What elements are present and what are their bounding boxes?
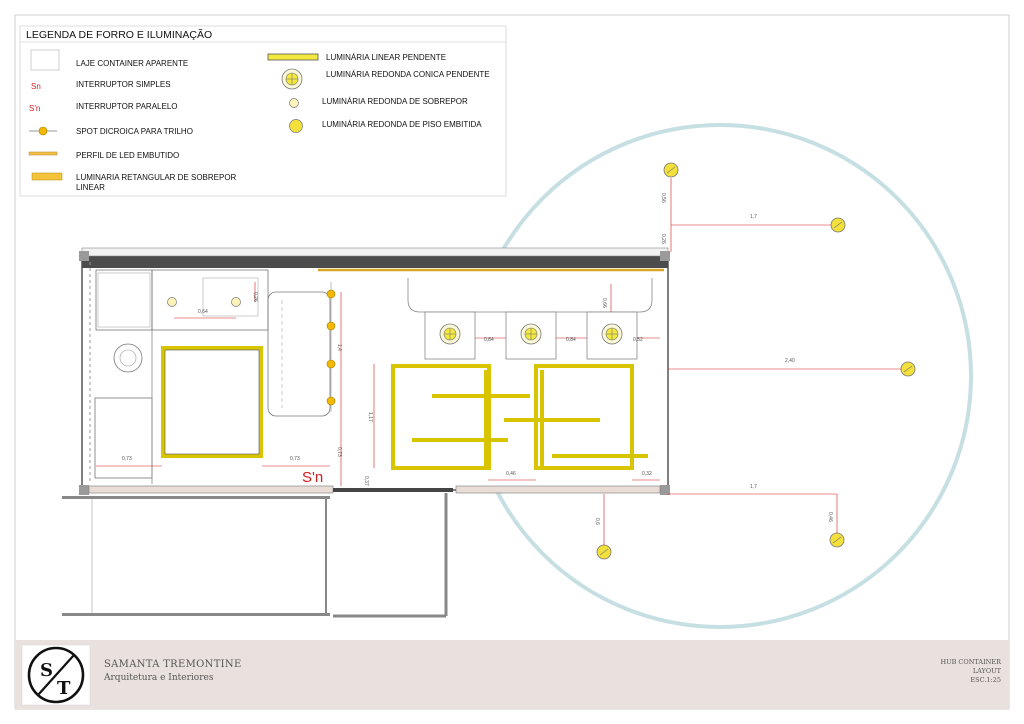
dim-032: 0,32 (642, 471, 652, 477)
spot-3 (326, 359, 336, 369)
dim-084b: 0,84 (566, 337, 576, 343)
legend: LEGENDA DE FORRO E ILUMINAÇÃO LAJE CONTA… (19, 25, 507, 197)
dim-026b: 0,26 (660, 234, 666, 244)
dim-06: 0,6 (594, 518, 600, 525)
linear-pendant-icon (267, 53, 319, 61)
title-block-bg (15, 640, 1009, 709)
sheet-name: LAYOUT (973, 667, 1002, 675)
svg-text:S: S (40, 660, 53, 681)
spot-2 (326, 321, 336, 331)
spot-4 (326, 396, 336, 406)
dim-046a: 0,46 (506, 471, 516, 477)
dim-17a: 1,7 (750, 214, 757, 220)
bottom-glazing-left (88, 485, 334, 494)
bottom-glazing-right (455, 485, 661, 494)
bottom-wall-mid (333, 488, 453, 492)
parallel-switch-label: S'n (302, 469, 323, 486)
linear-pendant-table-1 (391, 364, 530, 470)
switch-parallel-symbol: S'n (29, 104, 40, 113)
dim-026: 0,26 (252, 292, 258, 302)
legend-label-retangular-1: LUMINARIA RETANGULAR DE SOBREPOR (76, 173, 237, 182)
toilet (113, 343, 143, 373)
dim-073a: 0,73 (122, 456, 132, 462)
dim-037: 0,37 (363, 476, 369, 486)
surface-light-1 (167, 297, 177, 307)
spot-icon (29, 126, 57, 136)
dim-240: 2,40 (785, 358, 795, 364)
legend-frame (19, 25, 507, 197)
roof-edge (81, 247, 669, 257)
title-block: S T SAMANTA TREMONTINE Arquitetura e Int… (15, 640, 1009, 709)
dim-084a: 0,84 (484, 337, 494, 343)
corner-post-bl (79, 485, 89, 495)
rectangular-luminaire-icon (31, 172, 63, 181)
container-plan: S'n (79, 247, 670, 495)
deck (62, 493, 448, 618)
dim-064: 0,64 (198, 309, 208, 315)
dimension-texts: 0,64 0,26 1,4 1,17 0,73 0,73 0,73 0,37 0… (122, 193, 833, 525)
legend-label-retangular-2: LINEAR (76, 183, 105, 192)
corner-post-tr (660, 251, 670, 261)
sofa (267, 291, 331, 417)
legend-label-spot: SPOT DICROICA PARA TRILHO (76, 127, 193, 136)
brand-name: SAMANTA TREMONTINE (104, 659, 242, 670)
led-profile-icon (28, 151, 58, 156)
conic-pendant-3 (586, 311, 638, 360)
legend-label-piso-embutida: LUMINÁRIA REDONDA DE PISO EMBITIDA (322, 120, 482, 129)
conic-pendant-icon (281, 68, 303, 90)
dim-073b: 0,73 (290, 456, 300, 462)
project-name: HUB CONTAINER (940, 658, 1002, 666)
sheet-scale: ESC.1:25 (970, 676, 1001, 684)
svg-text:T: T (57, 678, 71, 699)
legend-label-int-simples: INTERRUPTOR SIMPLES (76, 80, 171, 89)
legend-label-conica-pendente: LUMINÁRIA REDONDA CONICA PENDENTE (326, 70, 490, 79)
dim-066: 0,66 (601, 298, 607, 308)
corner-post-tl (79, 251, 89, 261)
top-beam (82, 256, 668, 268)
brand-subtitle: Arquitetura e Interiores (103, 673, 214, 683)
legend-label-redonda-sobrepor: LUMINÁRIA REDONDA DE SOBREPOR (322, 97, 468, 106)
laje-swatch (30, 49, 60, 71)
dimension-lines (96, 178, 901, 545)
dim-073c: 0,73 (336, 447, 342, 457)
floor-recessed-icon (289, 119, 303, 133)
legend-label-linear-pendente: LUMINÁRIA LINEAR PENDENTE (326, 53, 446, 62)
spot-1 (326, 289, 336, 299)
dim-14: 1,4 (336, 344, 342, 351)
dim-046b: 0,46 (827, 512, 833, 522)
legend-label-laje: LAJE CONTAINER APARENTE (76, 59, 188, 68)
dim-056: 0,56 (660, 193, 666, 203)
surface-light-2 (231, 297, 241, 307)
dim-052: 0,52 (633, 337, 643, 343)
corner-post-br (660, 485, 670, 495)
legend-title: LEGENDA DE FORRO E ILUMINAÇÃO (26, 28, 212, 41)
linear-pendant-table-2 (504, 364, 648, 470)
switch-simple-symbol: Sn (31, 82, 41, 91)
legend-label-int-paralelo: INTERRUPTOR PARALELO (76, 102, 178, 111)
dim-117: 1,17 (367, 412, 373, 422)
conic-pendant-1 (424, 311, 476, 360)
round-surface-icon (289, 98, 299, 108)
floor-lights (596, 162, 916, 560)
conic-pendant-2 (505, 311, 557, 360)
legend-label-perfil: PERFIL DE LED EMBUTIDO (76, 151, 179, 160)
dim-17b: 1,7 (750, 484, 757, 490)
linear-pendant-bed (161, 346, 263, 458)
